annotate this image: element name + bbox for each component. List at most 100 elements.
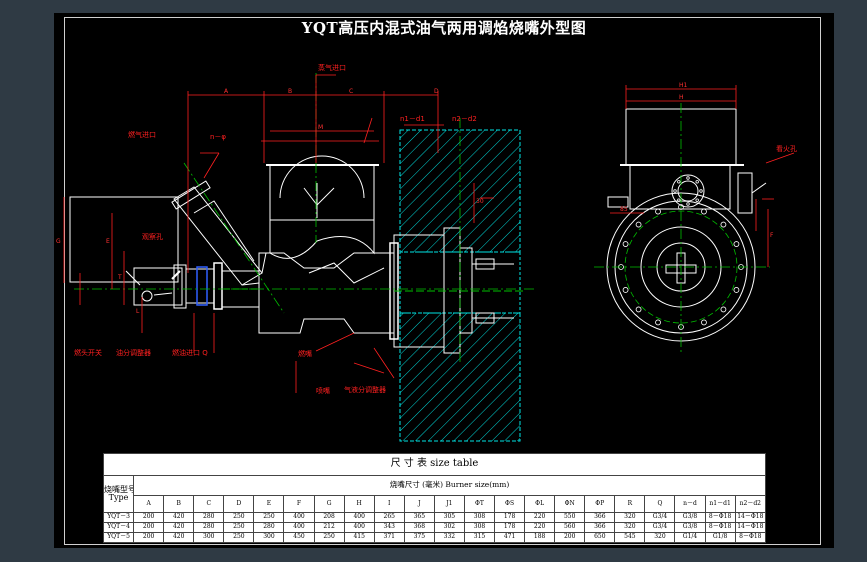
table-cell: 300 [193,531,225,544]
dim-85: 85 [620,206,628,213]
column-header: R [614,494,646,513]
column-header: J1 [433,494,465,513]
label-air-inlet: 燃气进口 [128,130,156,139]
cad-viewport[interactable]: YQT高压内混式油气两用调焰烧嘴外型图 [54,13,834,548]
label-fuel-oil-inlet: 燃油进口 Q [172,348,208,357]
column-header: ΦS [494,494,526,513]
label-nozzle: 喷嘴 [316,386,330,395]
dim-t: T [117,274,122,281]
table-cell: 212 [313,521,345,533]
table-cell: 400 [283,511,315,523]
side-centerlines [594,103,770,353]
table-cell: 560 [554,521,586,533]
table-cell: 250 [313,531,345,544]
table-cell: 415 [343,531,375,544]
bolt-hole [720,221,727,228]
dim-e: E [106,238,110,245]
table-cell: 200 [133,521,165,533]
table-cell: 545 [614,531,646,544]
column-header: E [253,494,285,513]
label-gas-switch: 燃头开关 [74,348,102,357]
dim-h: H [679,94,684,101]
table-cell: 420 [163,531,195,544]
table-cell: 315 [463,531,496,544]
table-cell: 280 [193,511,225,523]
table-cell: 178 [494,521,526,533]
table-cell: 471 [494,531,526,544]
bolt-hole [655,208,661,215]
column-header: n－d [674,494,706,513]
table-cell: 305 [433,511,465,523]
table-cell: 200 [554,531,586,544]
column-header: ΦT [463,494,496,513]
table-cell: 320 [644,531,676,544]
column-header: H [343,494,375,513]
bolt-hole [733,287,740,293]
bolt-hole [622,241,629,247]
table-cell: 220 [524,521,556,533]
table-cell: G3/8 [674,521,706,533]
bolt-hole [701,319,707,326]
column-header: F [283,494,315,513]
column-header: n2－d2 [734,494,767,513]
table-cell: 320 [614,511,646,523]
table-cell: 420 [163,511,195,523]
front-labels: A B C D M G E T L 30 蒸气进口 燃气进口 n－φ n1－d1… [56,63,797,395]
table-caption: 尺 寸 表 size table [103,453,766,476]
table-cell: 368 [403,521,435,533]
dim-b: B [288,88,292,95]
type-cell: YQT－5 [102,531,135,544]
column-header: J [403,494,435,513]
table-cell: 8－Φ18 [704,521,736,533]
column-header: D [223,494,255,513]
table-cell: 250 [253,511,285,523]
label-peephole: 观察孔 [142,232,163,241]
drawing-title: YQT高压内混式油气两用调焰烧嘴外型图 [301,19,587,37]
table-cell: 14－Φ18 [734,511,767,523]
table-cell: G1/8 [704,531,736,544]
dim-c: C [349,88,353,95]
table-cell: G1/4 [674,531,706,544]
bolt-hole [686,202,690,206]
table-cell: 8－Φ18 [734,531,767,544]
table-cell: 14－Φ18 [734,521,767,533]
column-header: G [313,494,345,513]
size-header: 烧嘴尺寸 (毫米) Burner size(mm) [133,474,766,496]
table-cell: 280 [193,521,225,533]
table-cell: 250 [223,531,255,544]
table-cell: 450 [283,531,315,544]
column-header: A [133,494,165,513]
side-view [606,108,767,342]
table-cell: 343 [373,521,405,533]
table-cell: 250 [223,511,255,523]
table-cell: 302 [433,521,465,533]
side-dimension-lines [610,85,795,267]
dimension-lines [63,74,494,393]
table-cell: 280 [253,521,285,533]
table-cell: 400 [283,521,315,533]
dim-m: M [318,124,323,131]
label-fire-hole: 看火孔 [776,145,797,153]
dim-30: 30 [476,198,484,205]
dim-d: D [434,88,439,95]
table-cell: G3/8 [674,511,706,523]
label-gas-adjust: 气液分调整器 [344,385,386,394]
table-cell: G3/4 [644,511,676,523]
bolt-hole [695,198,699,202]
table-cell: 375 [403,531,435,544]
table-cell: 371 [373,531,405,544]
front-view [69,155,524,354]
dim-f: F [770,232,774,239]
bolt-hole [677,180,681,184]
bolt-hole [720,306,727,313]
side-labels: H1 H 85 F [620,82,774,239]
bolt-hole [686,176,690,180]
label-oil-adjust: 油分调整器 [116,348,151,357]
table-cell: 308 [463,511,496,523]
type-cell: YQT－4 [102,521,135,533]
column-header: B [163,494,195,513]
